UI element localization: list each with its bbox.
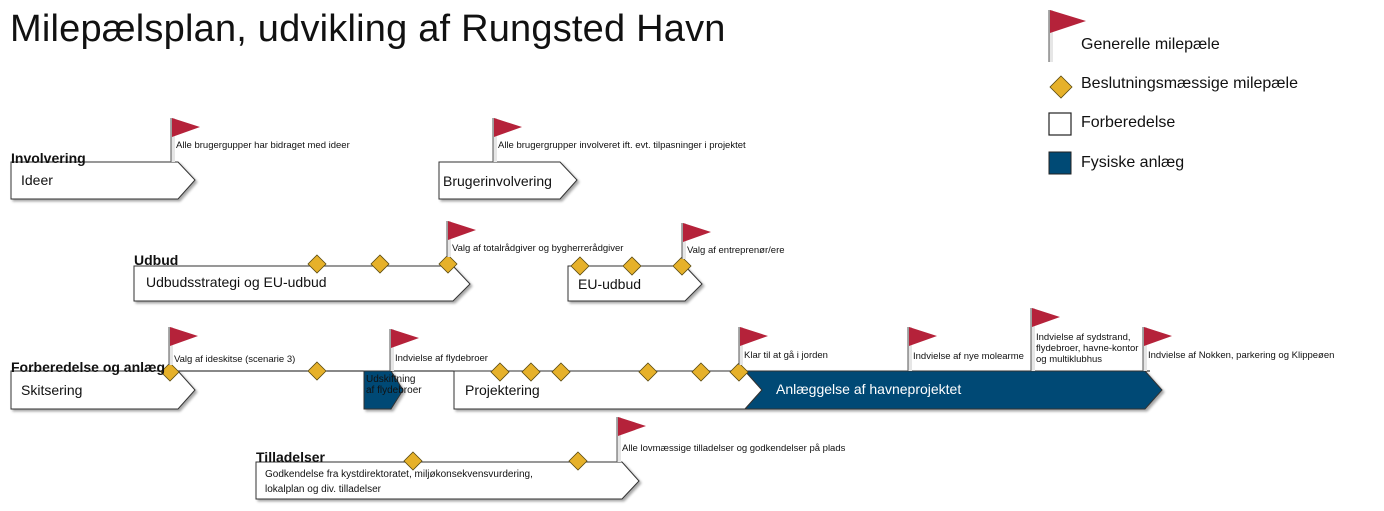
decision-diamond: [672, 256, 692, 276]
flag-icon: [446, 221, 476, 257]
bar-ideer: [10, 161, 196, 200]
legend-physical-works: Fysiske anlæg: [1081, 154, 1185, 171]
flag-icon: [681, 223, 711, 259]
bar-label-godkendelse: Godkendelse fra kystdirektoratet, miljøk…: [265, 469, 533, 495]
milestone-label: Indvielse af flydebroer: [395, 353, 488, 364]
flag-icon: [1030, 308, 1060, 371]
milestone-label: Alle brugergrupper involveret ift. evt. …: [498, 140, 746, 151]
decision-diamond: [691, 362, 711, 382]
legend-physical-box: [1048, 151, 1072, 175]
milestone-label: Klar til at gå i jorden: [744, 350, 828, 361]
bar-eu-udbud: [567, 265, 703, 302]
legend-flag-icon: [1048, 10, 1086, 62]
bar-label-brugerinvolvering: Brugerinvolvering: [443, 173, 552, 189]
bar-label-projektering: Projektering: [465, 382, 540, 398]
bar-skitsering: [10, 370, 196, 410]
decision-diamond: [490, 362, 510, 382]
milestone-label: Alle brugergupper har bidraget med ideer: [176, 140, 350, 151]
milestone-label: Indvielse af nye molearme: [913, 351, 1024, 362]
legend-diamond-icon: [1049, 75, 1073, 99]
flag-icon: [1142, 327, 1172, 371]
bar-label-skitsering: Skitsering: [21, 382, 83, 398]
bar-udskiftning: [363, 370, 404, 410]
bar-udbudsstrategi: [133, 265, 471, 302]
decision-diamond: [403, 451, 423, 471]
milestone-label: Alle lovmæssige tilladelser og godkendel…: [622, 443, 846, 454]
bar-label-udbudsstrategi: Udbudsstrategi og EU-udbud: [146, 274, 327, 290]
bar-godkendelse: [255, 461, 640, 500]
decision-diamond: [307, 361, 327, 381]
bar-label-anlaeggelse: Anlæggelse af havneprojektet: [776, 381, 962, 397]
flag-icon: [170, 118, 200, 162]
decision-diamond: [370, 254, 390, 274]
decision-diamond: [438, 254, 458, 274]
decision-diamond: [638, 362, 658, 382]
decision-diamond: [307, 254, 327, 274]
flag-icon: [389, 329, 419, 371]
section-forberedelse: Forberedelse og anlæg: [11, 359, 166, 375]
flag-icon: [738, 327, 768, 365]
page-title: Milepælsplan, udvikling af Rungsted Havn: [10, 8, 726, 50]
legend-general-milestones: Generelle milepæle: [1081, 36, 1220, 53]
milestone-label: Indvielse af Nokken, parkering og Klippe…: [1148, 350, 1335, 361]
flag-icon: [907, 327, 937, 371]
decision-diamond: [622, 256, 642, 276]
bar-label-eu-udbud: EU-udbud: [578, 276, 642, 292]
legend-preparation-box: [1048, 112, 1072, 136]
decision-diamond: [160, 362, 180, 382]
bar-brugerinvolvering: [438, 161, 578, 200]
legend-preparation: Forberedelse: [1081, 114, 1176, 131]
section-udbud: Udbud: [134, 252, 179, 268]
section-involvering: Involvering: [11, 150, 86, 166]
decision-diamond: [729, 362, 749, 382]
decision-diamond: [570, 256, 590, 276]
decision-diamond: [568, 451, 588, 471]
milestone-label: Valg af totalrådgiver og bygherrerådgive…: [452, 243, 624, 254]
flag-icon: [616, 417, 646, 462]
milestone-label: Valg af entreprenør/ere: [687, 245, 785, 256]
section-tilladelser: Tilladelser: [256, 449, 326, 465]
decision-diamond: [551, 362, 571, 382]
decision-diamond: [521, 362, 541, 382]
bar-label-udskiftning: Udskiftning af flydebroer: [366, 374, 422, 396]
milestone-label: Indvielse af sydstrand, flydebroer, havn…: [1036, 332, 1139, 365]
legend-decision-milestones: Beslutningsmæssige milepæle: [1081, 75, 1298, 92]
bar-label-ideer: Ideer: [21, 172, 53, 188]
flag-icon: [492, 118, 522, 162]
flag-icon: [168, 327, 198, 365]
milestone-label: Valg af ideskitse (scenarie 3): [174, 354, 296, 365]
